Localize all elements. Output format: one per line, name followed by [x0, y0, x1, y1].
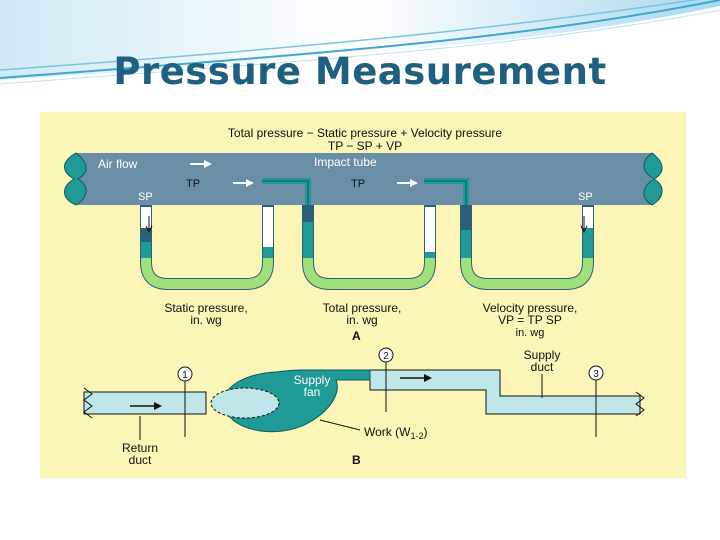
supply-airflow-arrowhead [424, 374, 432, 382]
return-airflow-arrowhead [154, 402, 162, 410]
supply-fan-label-2: fan [304, 385, 321, 399]
slide-title: Pressure Measurement [113, 50, 607, 93]
manometer-2-fluid [303, 258, 435, 289]
static-pressure-label-1: Static pressure, [164, 301, 247, 315]
static-pressure-label-2: in. wg [190, 313, 221, 327]
manometer-3-fluid [461, 258, 593, 289]
part-b-label: B [352, 453, 361, 467]
impact-tube-2-edge [424, 180, 467, 205]
total-pressure-label-2: in. wg [346, 313, 377, 327]
pipe-left-cutaway [64, 152, 87, 206]
pipe-right-cutaway [643, 152, 663, 206]
manometer-1-fluid [141, 258, 273, 289]
point-2-marker [378, 347, 394, 363]
return-duct-break [83, 387, 93, 419]
airflow-label: Air flow [98, 157, 138, 171]
tp-arrowhead-2 [410, 179, 418, 187]
point-3-marker [588, 365, 604, 381]
return-duct-label-2: duct [129, 453, 152, 467]
supply-duct [369, 369, 641, 415]
point-2-label: 2 [383, 351, 389, 362]
supply-duct-label-1: Supply [524, 348, 561, 362]
banner-line-1 [0, 0, 720, 79]
impact-tube-label: Impact tube [314, 155, 377, 169]
work-label: Work (W1-2) [364, 425, 427, 441]
sp-right-label: SP [578, 191, 593, 203]
equation-text: Total pressure − Static pressure + Veloc… [228, 126, 502, 140]
tp-label-2: TP [351, 178, 365, 190]
sp-left-label: SP [138, 191, 153, 203]
supply-duct-break [635, 391, 645, 417]
velocity-pressure-label-2: VP = TP SP [498, 313, 562, 327]
impact-tube-1-edge [262, 180, 309, 205]
point-1-label: 1 [182, 370, 188, 381]
tp-label-1: TP [186, 178, 200, 190]
return-duct-label-1: Return [122, 441, 158, 455]
total-pressure-label-1: Total pressure, [323, 301, 402, 315]
fan-inlet [210, 387, 280, 419]
airflow-arrowhead [204, 160, 212, 168]
part-a-label: A [352, 329, 361, 343]
banner-line-3 [0, 9, 720, 85]
banner-line-2 [0, 0, 699, 71]
return-duct [83, 391, 207, 415]
equation-abbrev: TP − SP + VP [328, 139, 402, 153]
work-pointer [319, 419, 361, 431]
point-1-marker [177, 366, 193, 382]
sp-right-arrow [580, 216, 588, 234]
air-pipe [76, 153, 652, 205]
supply-duct-label-2: duct [531, 360, 554, 374]
tp-arrowhead-1 [246, 179, 254, 187]
supply-fan-label-1: Supply [294, 373, 331, 387]
pressure-diagram: Total pressure − Static pressure + Veloc… [40, 112, 686, 478]
velocity-pressure-label-1: Velocity pressure, [483, 301, 578, 315]
velocity-pressure-label-3: in. wg [516, 327, 545, 339]
header-banner [0, 0, 720, 85]
sp-left-arrow [145, 216, 153, 234]
point-3-label: 3 [593, 369, 599, 380]
